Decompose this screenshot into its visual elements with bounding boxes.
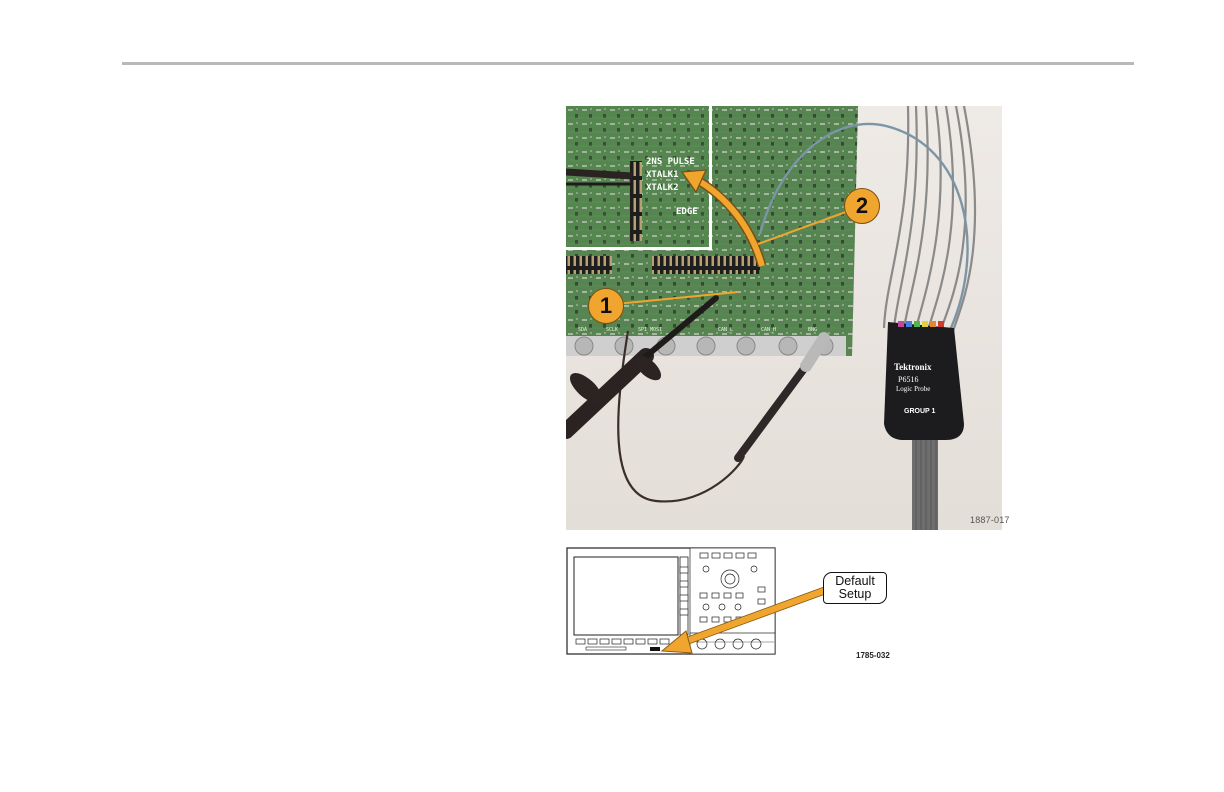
board-label-can-l: CAN_L [718,327,733,333]
board-label-sclk: SCLK [606,327,618,333]
board-label-spi-mosi: SPI MOSI [638,327,662,333]
callout-1: 1 [588,288,624,324]
pin-header-main [652,256,760,274]
default-setup-key-label: Default Setup [823,572,887,604]
default-setup-button-highlight [650,647,660,651]
probe-group: GROUP 1 [904,408,935,415]
board-label-sda: SDA [578,327,587,333]
bnc-connectors [566,336,846,356]
probe-connection-photo: SDA SCLK SPI MOSI CAN_L CAN_H BNG [566,106,1002,530]
display-screen [574,557,678,635]
inset-label-edge: EDGE [676,207,698,217]
front-panel-figure-code: 1785-032 [856,651,890,660]
probe-model: P6516 [898,375,918,384]
pin-header-left [566,256,612,274]
inset-label-2ns-pulse: 2NS PULSE [646,157,695,167]
probe-type: Logic Probe [896,385,930,393]
header-rule [122,62,1134,65]
probe-brand: Tektronix [894,362,932,372]
board-label-bng: BNG [808,327,817,333]
photo-figure-code: 1887-017 [970,515,1010,525]
callout-2: 2 [844,188,880,224]
board-label-can-h: CAN_H [761,327,776,333]
default-setup-line2: Setup [839,588,872,601]
inset-label-xtalk1: XTALK1 [646,170,679,180]
inset-label-xtalk2: XTALK2 [646,183,679,193]
